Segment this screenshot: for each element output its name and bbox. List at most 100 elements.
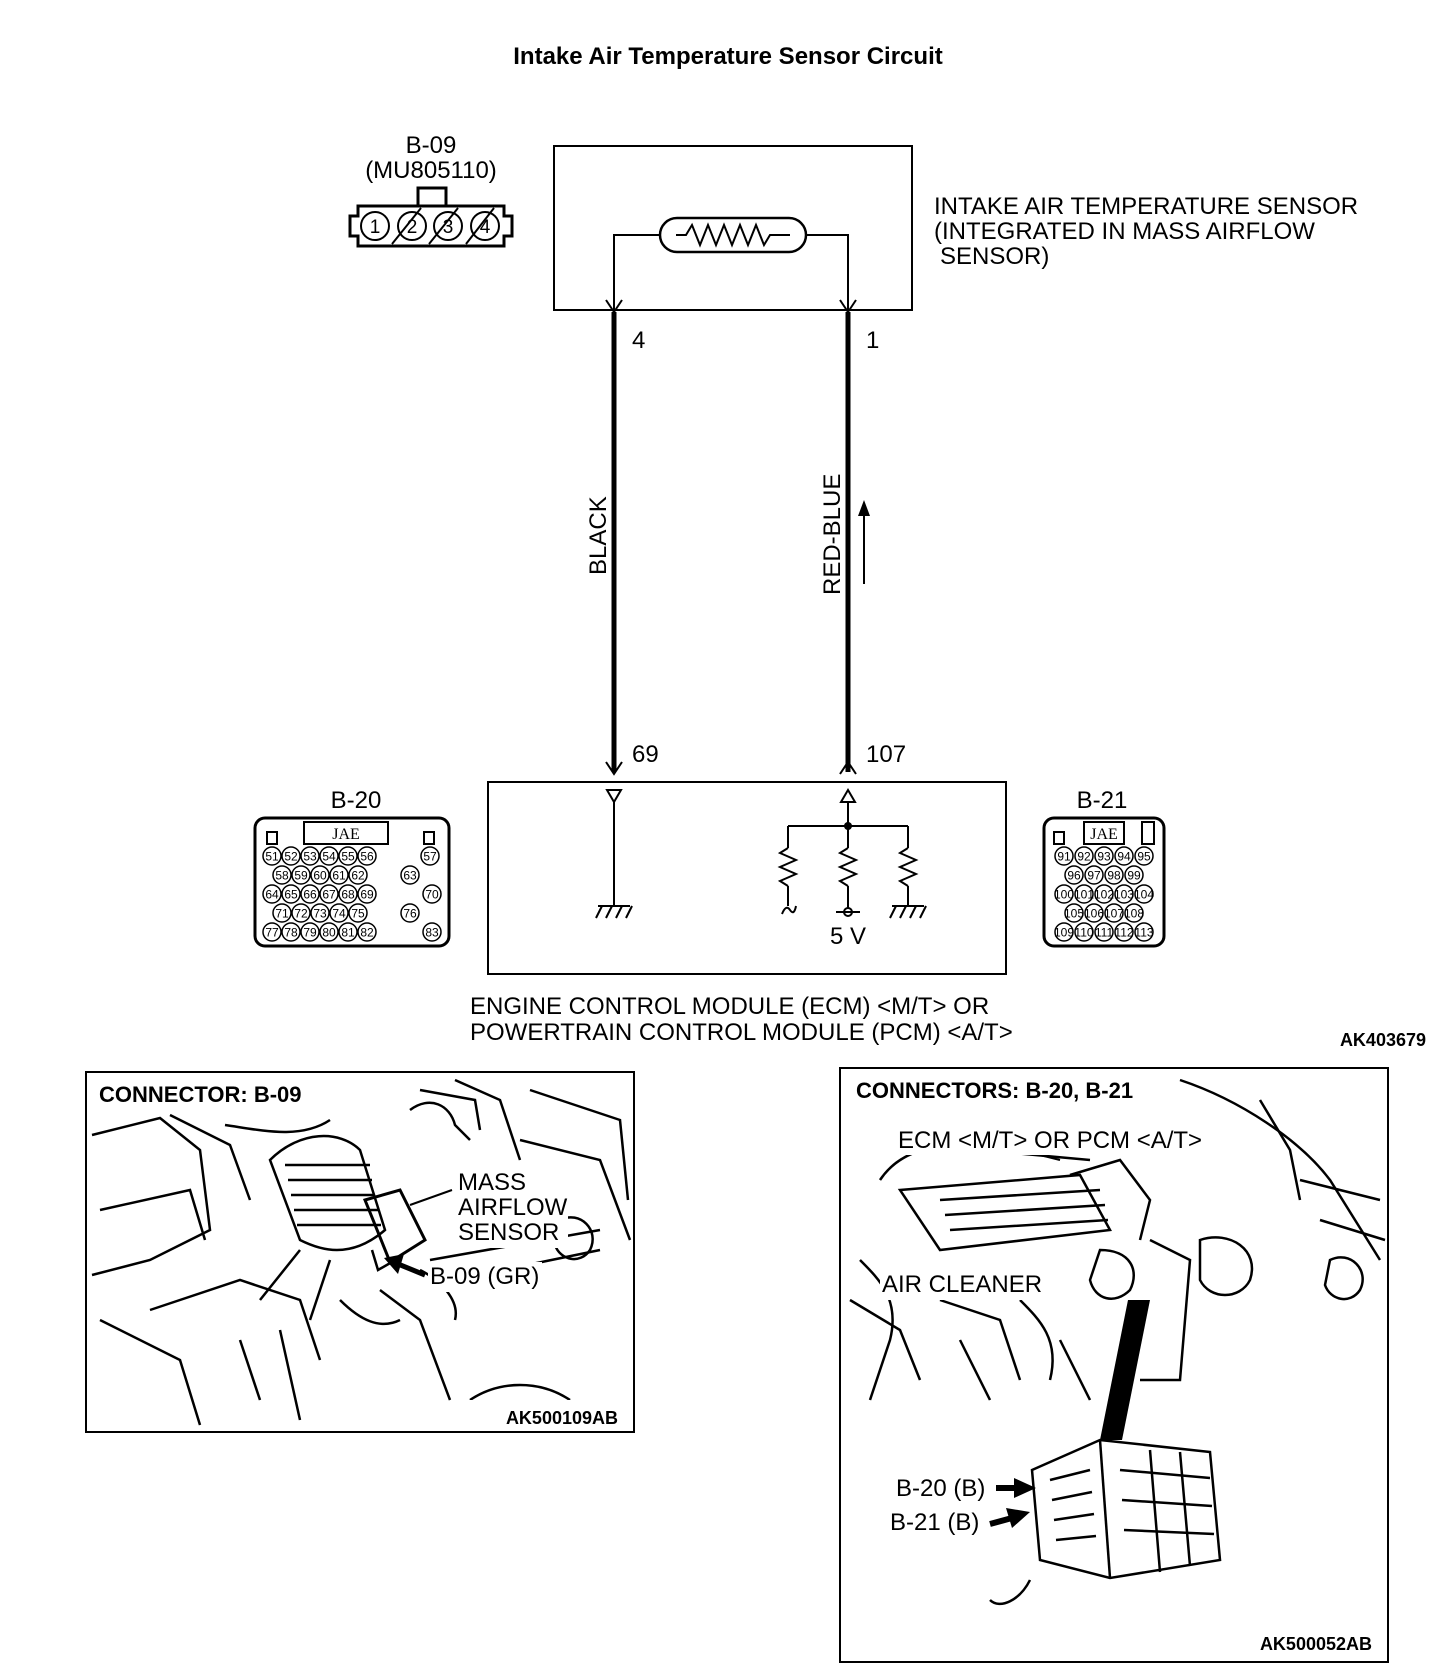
b20-pin-81 (338, 922, 358, 942)
b20-pin-82 (357, 922, 377, 942)
b20-pin-75 (348, 903, 368, 923)
b09-callout-2: AIRFLOW (458, 1194, 568, 1221)
b21-pin-105 (1064, 903, 1084, 923)
photo-ecm-label: ECM <M/T> OR PCM <A/T> (898, 1127, 1202, 1154)
b20-pin-67 (319, 884, 339, 904)
b21-pin-102 (1094, 884, 1114, 904)
b21-pin-label: 100 (1054, 888, 1074, 902)
sensor-label-2: (INTEGRATED IN MASS AIRFLOW (934, 218, 1315, 245)
b20-brand: JAE (332, 826, 360, 843)
b20-pin-61 (329, 865, 349, 885)
b20-pin-label: 68 (341, 888, 355, 902)
b20-pin-51 (262, 846, 282, 866)
b21-pin-99 (1124, 865, 1144, 885)
b21-pin-label: 94 (1117, 850, 1131, 864)
b20-pin-label: 56 (360, 850, 374, 864)
b21-pin-97 (1084, 865, 1104, 885)
b20-pin-label: 76 (403, 907, 417, 921)
wire-red-blue: RED-BLUE (819, 312, 851, 772)
b20-pin-68 (338, 884, 358, 904)
page-title: Intake Air Temperature Sensor Circuit (513, 43, 942, 70)
b21-pin-label: 108 (1124, 907, 1144, 921)
b21-pin-label: 98 (1107, 869, 1121, 883)
b20-pin-label: 52 (284, 850, 298, 864)
current-flow-arrow-icon (858, 500, 870, 584)
b21-pin-label: 96 (1067, 869, 1081, 883)
b21-pin-103 (1114, 884, 1134, 904)
b21-pin-104 (1134, 884, 1154, 904)
b20-pin-58 (272, 865, 292, 885)
b21-pin-label: 93 (1097, 850, 1111, 864)
b21-pin-label: 105 (1064, 907, 1084, 921)
photo-panel-b09: CONNECTOR: B-09 MASS AIRFLOW SENSOR B-09… (85, 1071, 635, 1433)
b20-pin-label: 64 (265, 888, 279, 902)
ecm-location-pointer-icon (1100, 1300, 1150, 1440)
b20-pin-label: 75 (351, 907, 365, 921)
b20-pin-76 (400, 903, 420, 923)
b21-pin-label: 91 (1057, 850, 1071, 864)
b20-pin-label: 60 (313, 869, 327, 883)
b20-pin-label: 63 (403, 869, 417, 883)
b21-pin-100 (1054, 884, 1074, 904)
photo-panel-b20-b21: CONNECTORS: B-20, B-21 ECM <M/T> OR PCM … (839, 1067, 1389, 1663)
engine-bay-illustration-b09 (91, 1078, 632, 1426)
b20-pin-label: 74 (332, 907, 346, 921)
b20-pin-label: 55 (341, 850, 355, 864)
b21-pin-label: 97 (1087, 869, 1101, 883)
b21-pin-label: 107 (1104, 907, 1124, 921)
b09-pointer-label: B-09 (GR) (430, 1263, 539, 1290)
b21-pin-label: 95 (1137, 850, 1151, 864)
b09-id: B-09 (406, 132, 457, 159)
b21-pin-label: 110 (1074, 926, 1093, 940)
photo-b21-pointer-label: B-21 (B) (890, 1509, 979, 1536)
b20-pin-label: 79 (303, 926, 317, 940)
b21-pin-109 (1054, 922, 1074, 942)
photo-b09-heading: CONNECTOR: B-09 (99, 1082, 302, 1107)
b20-pin-65 (281, 884, 301, 904)
b21-pin-label: 111 (1095, 926, 1114, 940)
b21-brand: JAE (1090, 826, 1118, 843)
b20-pin-54 (319, 846, 339, 866)
b20-pin-label: 65 (284, 888, 298, 902)
b20-pin-label: 83 (425, 926, 439, 940)
b20-pin-53 (300, 846, 320, 866)
b21-pin-95 (1134, 846, 1154, 866)
b20-pin-57 (420, 846, 440, 866)
b09-pin-4: 4 (480, 217, 491, 238)
b20-pin-label: 58 (275, 869, 289, 883)
b20-pin-label: 59 (294, 869, 308, 883)
b20-pin-label: 81 (341, 926, 355, 940)
b20-pin-label: 62 (351, 869, 365, 883)
engine-bay-illustration-b20-b21 (849, 1078, 1386, 1401)
wire-black-label: BLACK (585, 496, 612, 575)
b09-pin-3: 3 (443, 217, 454, 238)
b09-pin-2: 2 (407, 217, 418, 238)
ecm-label-2: POWERTRAIN CONTROL MODULE (PCM) <A/T> (470, 1019, 1013, 1046)
b20-pin-label: 82 (360, 926, 374, 940)
sensor-pin-1-label: 1 (866, 327, 879, 354)
b21-pin-110 (1074, 922, 1094, 942)
b20-pin-66 (300, 884, 320, 904)
photo-air-cleaner-label: AIR CLEANER (882, 1271, 1042, 1298)
b20-pin-59 (291, 865, 311, 885)
b20-pin-74 (329, 903, 349, 923)
b21-pin-91 (1054, 846, 1074, 866)
b20-pin-63 (400, 865, 420, 885)
sensor-box (553, 145, 913, 314)
b21-pin-label: 112 (1114, 926, 1133, 940)
b21-pin-label: 106 (1084, 907, 1104, 921)
b20-pin-label: 57 (423, 850, 437, 864)
b09-pointer-arrow-icon (384, 1254, 426, 1278)
b21-pin-label: 99 (1127, 869, 1141, 883)
b21-pin-label: 109 (1054, 926, 1074, 940)
b20-pin-56 (357, 846, 377, 866)
figure-id-b20-b21: AK500052AB (1260, 1634, 1372, 1654)
b21-pin-107 (1104, 903, 1124, 923)
b20-pin-label: 54 (322, 850, 336, 864)
b20-pin-label: 69 (360, 888, 374, 902)
b21-pin-111 (1094, 922, 1114, 942)
b21-pin-label: 103 (1114, 888, 1134, 902)
sensor-label-3: SENSOR) (940, 243, 1049, 270)
